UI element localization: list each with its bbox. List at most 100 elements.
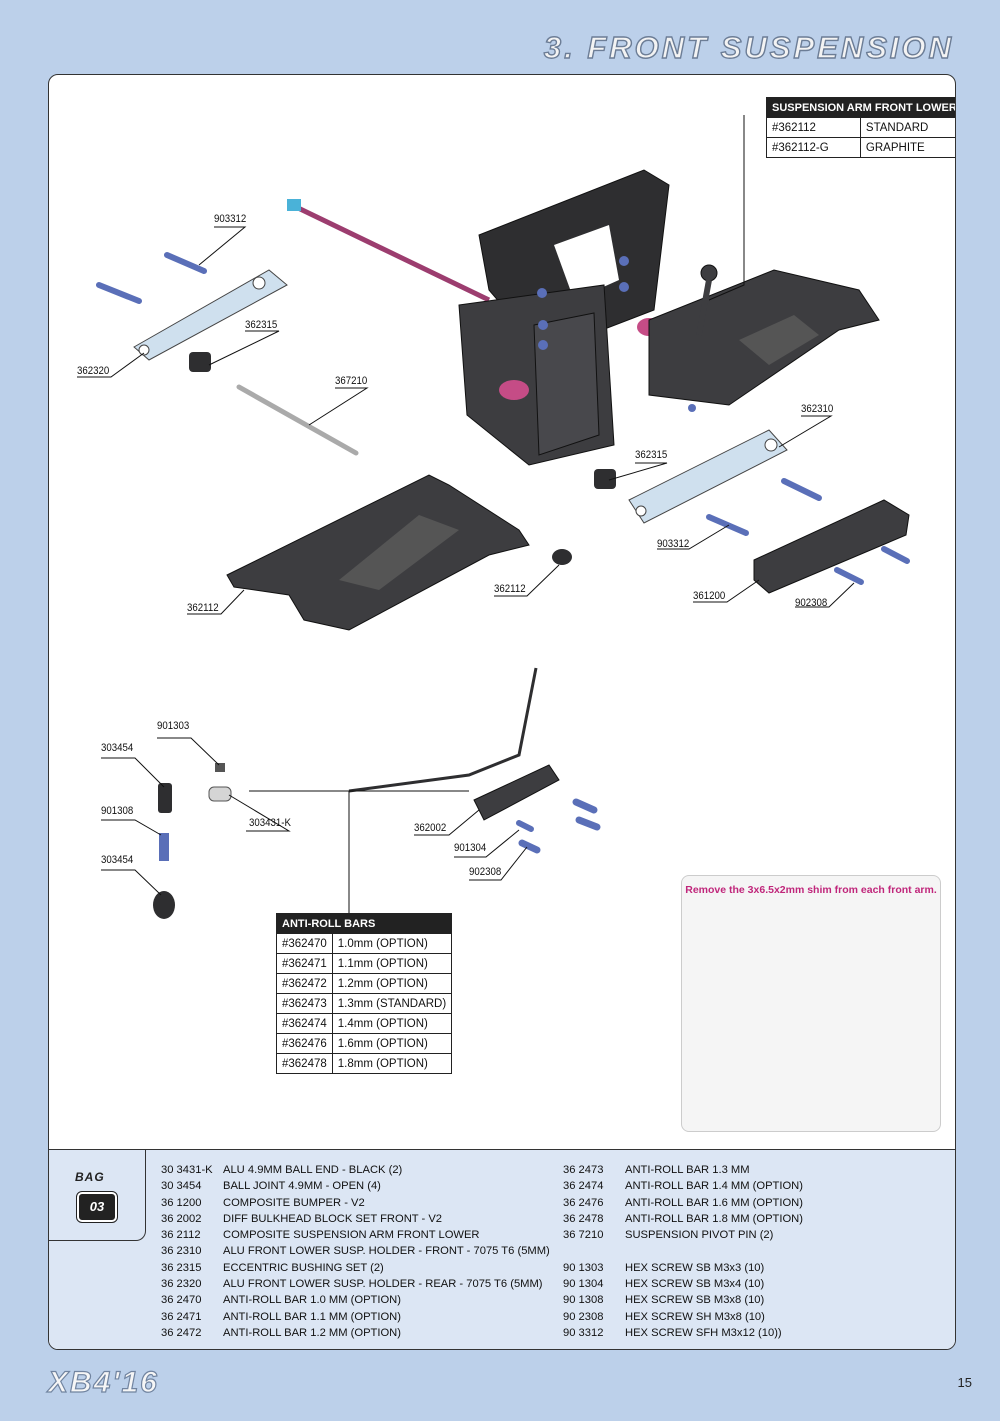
part-label: 367210 [335,375,368,387]
part-label: 362112 [187,602,219,614]
part-label: 901308 [101,805,134,817]
part-label: 901303 [157,720,190,732]
bag-number: 03 [76,1191,118,1223]
bag-badge: BAG 03 [49,1150,146,1241]
driveshaft [292,203,491,303]
part-label: 362315 [635,449,668,461]
screw-902308 [575,816,601,831]
plate-screw [619,256,629,266]
part-label: 902308 [469,866,502,878]
screw-901304 [516,820,534,832]
ball-joint [153,891,175,919]
part-label: 361200 [693,590,726,602]
holder-hole [635,505,647,517]
screw-903312 [96,282,142,304]
bulkhead-block [473,764,560,821]
alu-holder-rear [133,269,288,361]
pin-end [688,404,696,412]
screw-902308 [881,546,910,564]
holder-hole [138,344,150,356]
page-number: 15 [957,1375,972,1390]
part-label: 903312 [214,213,247,225]
eccentric-bushing [594,469,616,489]
shim [552,549,572,565]
diff-cover [533,312,600,456]
screw-902308 [518,839,541,854]
part-label: 362310 [801,403,834,415]
screw-902308 [834,567,864,585]
pivot-pin [236,384,359,456]
ball-end [208,786,232,802]
holder-hole [252,276,266,290]
screw-903312 [706,514,749,536]
list-item [563,1243,803,1259]
screw-903312 [164,252,207,274]
driveshaft-pin [287,199,301,211]
plate-screw [538,320,548,330]
screw-903312 [781,478,822,501]
plate-screw [538,340,548,350]
part-label: 902308 [795,597,828,609]
ball-stud [700,264,718,282]
shock-tower-cutout [554,225,619,300]
part-label: 303454 [101,854,134,866]
screw-901308 [159,833,169,861]
part-label: 303431-K [249,817,291,829]
leader-lines [77,115,855,896]
front-output-cup [499,380,529,400]
screw-901303 [215,763,225,772]
holder-hole [764,438,778,452]
arm-table-header: SUSPENSION ARM FRONT LOWER [766,97,955,118]
page-title: 3. FRONT SUSPENSION [543,29,954,65]
plate-screw [619,282,629,292]
arm-cutout [739,315,819,365]
eccentric-bushing [189,352,211,372]
part-label: 903312 [657,538,690,550]
part-label: 303454 [101,742,134,754]
screw-902308 [572,798,598,814]
arm-cutout [339,515,459,590]
part-label: 362002 [414,822,447,834]
part-label: 901304 [454,842,487,854]
anti-roll-bar [348,667,538,793]
part-label: 362320 [77,365,110,377]
part-label: 362315 [245,319,278,331]
ball-joint [158,783,172,813]
composite-bumper [753,499,910,594]
diagram-panel: ! SUSPENSION ARM FRONT LOWER #362112STAN… [48,74,956,1350]
